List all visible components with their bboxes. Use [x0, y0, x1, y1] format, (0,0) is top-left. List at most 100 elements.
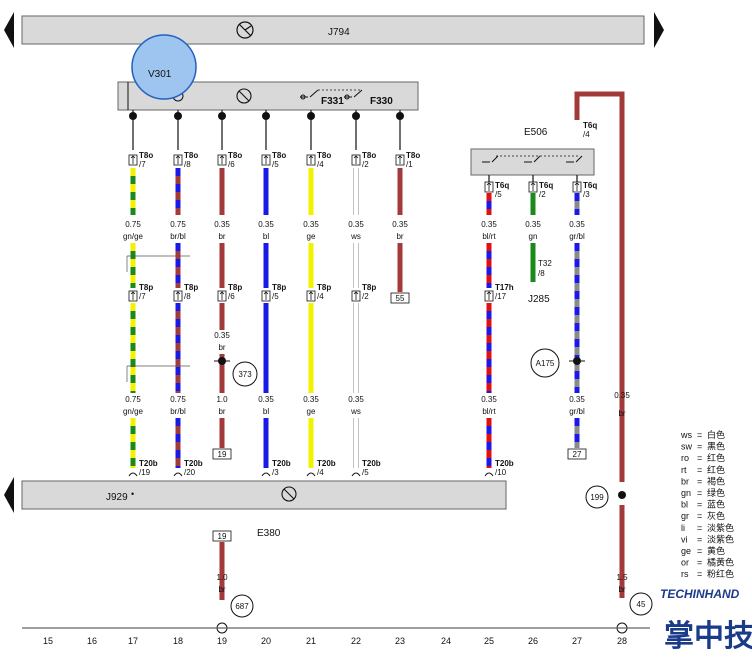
wire-col-20-color1: bl	[263, 232, 269, 241]
wire-col-25-t20b-label-pin: /10	[495, 468, 507, 477]
wire-col-17-size2: 0.75	[125, 395, 141, 404]
wire-col-21-t8o-label: T8o	[317, 151, 331, 160]
wire-col-19-t8o-label: T8o	[228, 151, 242, 160]
wire-col-20-t20b-label: T20b	[272, 459, 291, 468]
wire-col-20-t8p-arrow	[263, 291, 269, 295]
wire-col-23-box-label: 55	[396, 294, 405, 303]
wire-col-27-color1: gr/bl	[569, 232, 585, 241]
wire-col-17-color1: gn/ge	[123, 232, 144, 241]
wire-col-25-size2: 0.35	[481, 395, 497, 404]
wire-col-19-t8p-arrow	[219, 291, 225, 295]
section-number-15: 15	[43, 636, 53, 646]
j794-label: J794	[328, 27, 350, 38]
wire-col-22-t8o	[351, 154, 361, 166]
legend-eq: =	[697, 569, 702, 579]
wire-col-17-t8p-label: T8p	[139, 283, 153, 292]
legend-eq: =	[697, 511, 702, 521]
switch-icon	[524, 155, 541, 163]
legend-code-gn: gn	[681, 488, 691, 498]
wire-col-22-t8o-arrow	[353, 155, 359, 159]
wire-col-19-t8p-label: T8p	[228, 283, 242, 292]
wire-col-25-t17h-arrow	[486, 291, 492, 295]
legend-meaning-br: 褐色	[707, 475, 725, 486]
e380-label: E380	[257, 528, 281, 539]
legend-meaning-sw: 黑色	[707, 441, 725, 452]
wire-col-27-t6q	[572, 181, 582, 193]
wire-col-17-t8p	[128, 290, 138, 302]
wire-col-18-t8o-arrow	[175, 155, 181, 159]
wire-col-26-t6q-label: T6q	[539, 181, 553, 190]
legend-meaning-or: 橘黄色	[707, 557, 734, 568]
e506-t6q-top-label-pin: /4	[583, 130, 590, 139]
section-number-21: 21	[306, 636, 316, 646]
wire-col-22-t8p	[351, 290, 361, 302]
wire-col-25-size1: 0.35	[481, 220, 497, 229]
section-number-26: 26	[528, 636, 538, 646]
wire-col-27-size2: 0.35	[569, 395, 585, 404]
wire-col-26-t6q-arrow	[530, 182, 536, 186]
wire-col-28-color1: br	[618, 409, 625, 418]
wire-col-18-color2: br/bl	[170, 407, 186, 416]
legend-meaning-ro: 红色	[707, 452, 725, 463]
j285-label: J285	[528, 294, 550, 305]
wire-col-27-box	[567, 448, 587, 460]
wire-col-22-t8o-label-pin: /2	[362, 160, 369, 169]
wire-col-23-color1: br	[396, 232, 403, 241]
wire-col-28-size1: 0.35	[614, 391, 630, 400]
wire-col-20-t8o-label-pin: /5	[272, 160, 279, 169]
f331-label: F331	[321, 96, 344, 107]
legend-eq: =	[697, 500, 702, 510]
wire-col-18-t20b-label-pin: /20	[184, 468, 196, 477]
header-bar-j794: J794	[4, 12, 664, 48]
v301-highlight: V301	[131, 34, 197, 100]
legend-code-bl: bl	[681, 500, 688, 510]
wire-col-21-t20b-hook	[306, 472, 316, 477]
wire-col-18-t8p	[173, 290, 183, 302]
wire-col-20-t8p-label: T8p	[272, 283, 286, 292]
wire-col-20-color2: bl	[263, 407, 269, 416]
wire-col-20-size1: 0.35	[258, 220, 274, 229]
wire-col-25-t20b-label: T20b	[495, 459, 514, 468]
section-number-17: 17	[128, 636, 138, 646]
wire-col-19-box	[212, 448, 232, 460]
wire-col-28-junction	[618, 491, 626, 499]
wire-col-23-t8o-label-pin: /1	[406, 160, 413, 169]
wire-col-26-t6q	[528, 181, 538, 193]
wire-col-21-top-dot	[307, 112, 315, 120]
wire-col-18-t8p-arrow	[175, 291, 181, 295]
legend-eq: =	[697, 558, 702, 568]
legend-eq: =	[697, 465, 702, 475]
wire-col-25-color1: bl/rt	[482, 232, 496, 241]
section-number-16: 16	[87, 636, 97, 646]
legend-meaning-rt: 红色	[707, 464, 725, 475]
legend-meaning-li: 淡紫色	[707, 522, 734, 533]
e506-module: E506	[470, 127, 595, 176]
legend-eq: =	[697, 442, 702, 452]
wire-col-21-size1: 0.35	[303, 220, 319, 229]
switch-icon	[482, 155, 499, 163]
section-number-25: 25	[484, 636, 494, 646]
wire-col-19-t8o-arrow	[219, 155, 225, 159]
legend-eq: =	[697, 534, 702, 544]
wire-col-25-color2: bl/rt	[482, 407, 496, 416]
bottom-box-label: 19	[218, 532, 227, 541]
wire-col-19-size2: 1.0	[216, 395, 228, 404]
wire-col-25-t6q	[484, 181, 494, 193]
wire-col-19-t8p-label-pin: /6	[228, 292, 235, 301]
wire-col-18-top-dot	[174, 112, 182, 120]
legend-code-ge: ge	[681, 546, 691, 556]
wire-col-17-t8o-label: T8o	[139, 151, 153, 160]
bottom-node-label: 687	[235, 602, 249, 611]
wire-col-25-t6q-label: T6q	[495, 181, 509, 190]
wire-col-27-t6q-arrow	[574, 182, 580, 186]
e506-label: E506	[524, 127, 548, 138]
legend-code-sw: sw	[681, 442, 693, 452]
wire-col-18-t20b-hook	[173, 472, 183, 477]
legend-meaning-gn: 绿色	[707, 487, 725, 498]
wire-col-19-node	[232, 361, 258, 387]
section-number-28: 28	[617, 636, 627, 646]
wire-col-27-node	[530, 348, 560, 378]
wire-col-23-t8o-arrow	[397, 155, 403, 159]
wire-col-22-t8p-arrow	[353, 291, 359, 295]
